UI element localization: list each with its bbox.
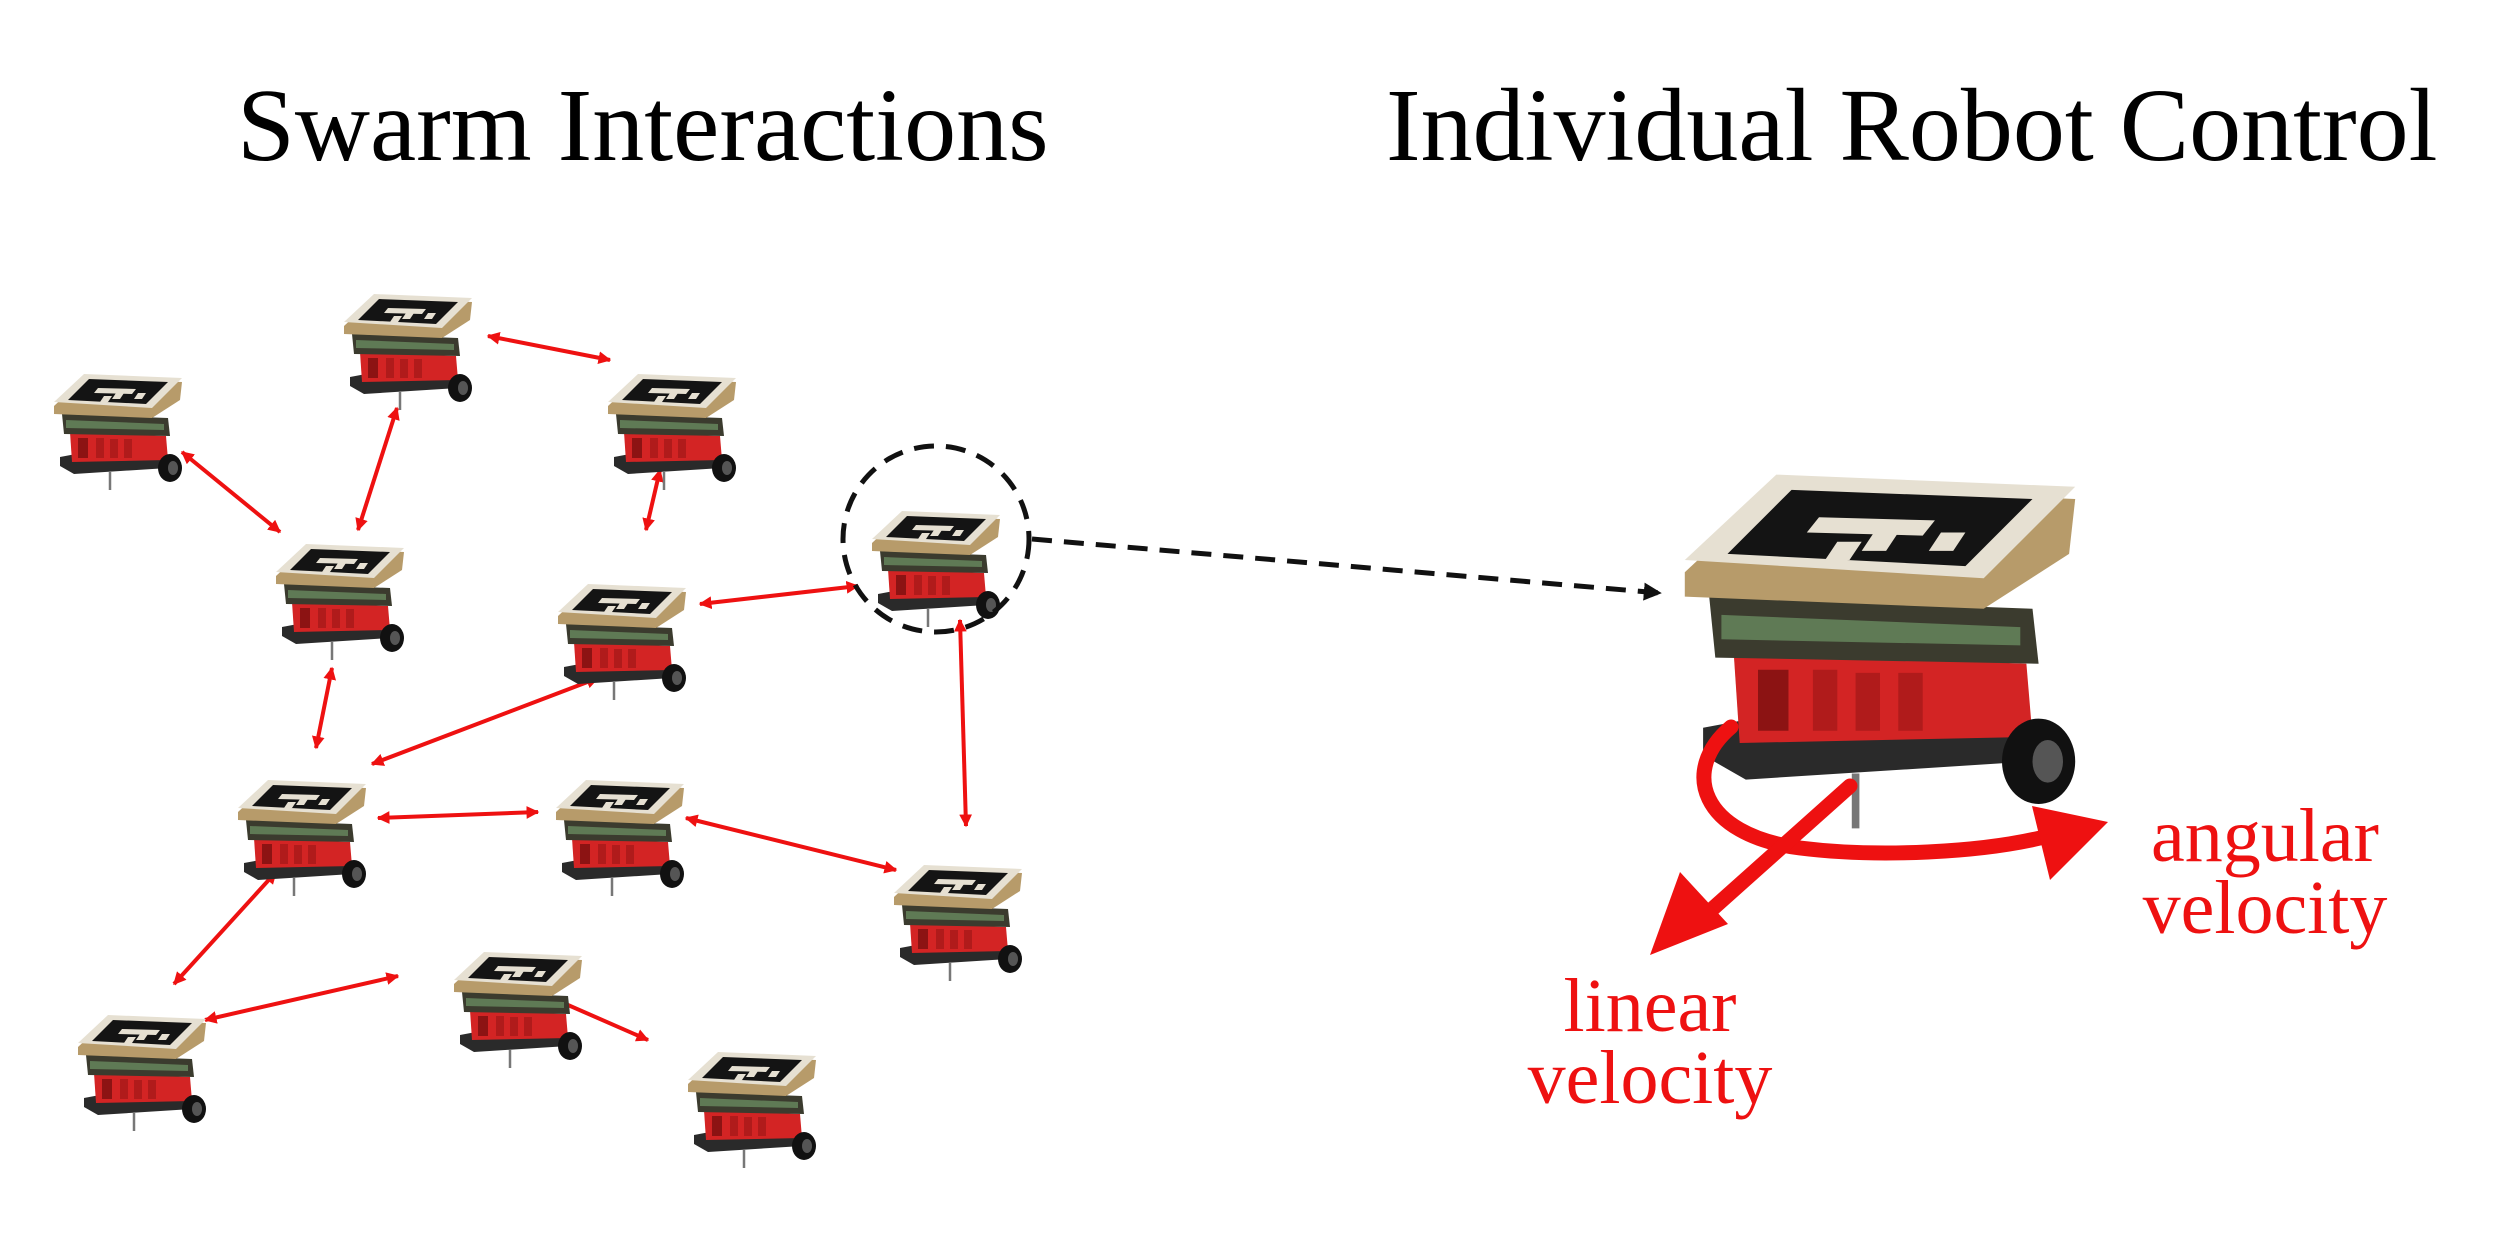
angular-label-line1: angular	[2151, 794, 2379, 878]
connection-arrow	[311, 666, 337, 750]
angular-label-line2: velocity	[2142, 866, 2388, 950]
linear-label-line1: linear	[1563, 964, 1737, 1048]
connection-arrow	[698, 580, 860, 610]
swarm-robot	[274, 542, 406, 662]
swarm-robots	[52, 292, 1024, 1170]
connection-arrow	[486, 331, 612, 365]
connection-arrow	[376, 806, 540, 824]
swarm-robot	[76, 1013, 208, 1133]
swarm-connections	[172, 331, 973, 1042]
individual-robot	[1685, 475, 2075, 829]
swarm-robot	[52, 372, 184, 492]
swarm-robot	[892, 863, 1024, 983]
swarm-robot	[554, 778, 686, 898]
swarm-robot	[870, 509, 1002, 629]
swarm-robot	[236, 778, 368, 898]
swarm-robot	[556, 582, 688, 702]
swarm-robot	[452, 950, 584, 1070]
connection-arrow	[684, 814, 898, 874]
swarm-robot	[686, 1050, 818, 1170]
angular-velocity-arrow	[1696, 719, 2108, 880]
connection-arrow	[953, 618, 973, 828]
individual-robot-control-title: Individual Robot Control	[1386, 68, 2438, 183]
zoom-arrow	[1031, 536, 1662, 601]
linear-velocity-label: linear velocity	[1500, 964, 1800, 1120]
swarm-robot	[606, 372, 738, 492]
angular-velocity-label: angular velocity	[2120, 794, 2410, 950]
linear-velocity-arrow	[1650, 778, 1858, 955]
connection-arrow	[172, 870, 278, 986]
selected-robot-highlight	[840, 443, 1032, 635]
swarm-robot	[342, 292, 474, 412]
linear-label-line2: velocity	[1527, 1036, 1773, 1120]
swarm-interactions-title: Swarm Interactions	[237, 68, 1049, 183]
connection-arrow	[180, 450, 282, 534]
connection-arrow	[642, 468, 664, 532]
connection-arrow	[355, 406, 400, 532]
connection-arrow	[203, 972, 400, 1024]
connection-arrow	[370, 676, 600, 766]
